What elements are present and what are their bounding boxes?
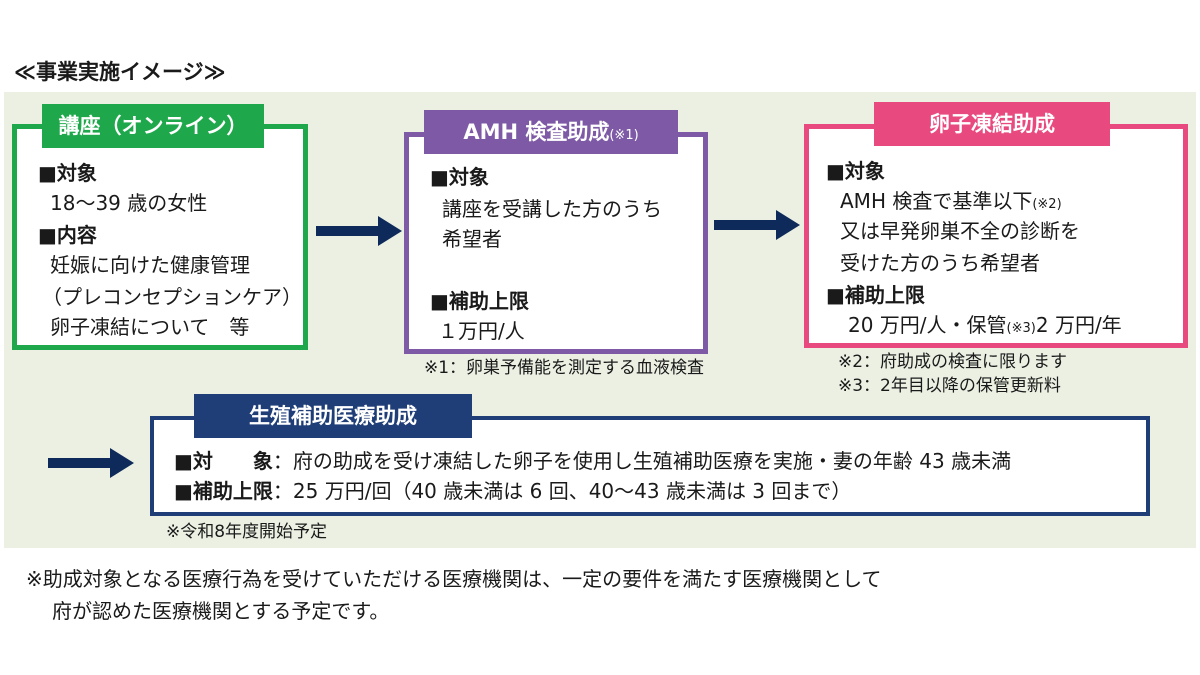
footer-note-line-1: ※助成対象となる医療行為を受けていただける医療機関は、一定の要件を満たす医療機関… <box>26 567 882 591</box>
art-subsidy-tab-label: 生殖補助医療助成 <box>249 404 417 428</box>
egg-footnote-3: ※3：2年目以降の保管更新料 <box>838 376 1061 396</box>
egg-limit-value: 20 万円/人・保管(※3)2 万円/年 <box>848 310 1122 344</box>
egg-footnote-2: ※2：府助成の検査に限ります <box>838 352 1068 372</box>
art-subsidy-tab: 生殖補助医療助成 <box>194 394 472 438</box>
course-tab-label: 講座（オンライン） <box>58 114 248 138</box>
amh-footnote: ※1：卵巣予備能を測定する血液検査 <box>424 358 705 378</box>
amh-target-line-2: 希望者 <box>442 227 502 251</box>
egg-limit-heading: ■補助上限 <box>826 283 925 307</box>
footer-note-line-2: 府が認めた医療機関とする予定です。 <box>52 599 390 623</box>
art-footnote: ※令和8年度開始予定 <box>166 522 328 542</box>
amh-limit-value: １万円/人 <box>438 319 525 343</box>
course-box <box>12 124 308 350</box>
amh-test-box <box>404 132 708 354</box>
course-target-value: 18～39 歳の女性 <box>50 191 208 215</box>
course-content-line-1: 妊娠に向けた健康管理 <box>50 253 250 277</box>
course-content-line-2: （プレコンセプションケア） <box>42 285 302 309</box>
egg-limit-value-b: 2 万円/年 <box>1035 313 1122 337</box>
arrow-right-icon <box>48 448 134 478</box>
art-limit-heading: ■補助上限 <box>174 479 273 503</box>
egg-target-line-3: 受けた方のうち希望者 <box>840 251 1040 275</box>
amh-test-tab-note: (※1) <box>609 128 639 143</box>
arrow-right-icon <box>316 216 402 246</box>
arrow-right-icon <box>714 210 800 240</box>
amh-test-tab: AMH 検査助成(※1) <box>424 110 678 154</box>
egg-limit-value-a: 20 万円/人・保管 <box>848 313 1007 337</box>
art-target-value: ：府の助成を受け凍結した卵子を使用し生殖補助医療を実施・妻の年齢 43 歳未満 <box>272 449 1012 473</box>
egg-limit-note: (※3) <box>1006 321 1036 336</box>
art-target-heading: ■対 象 <box>174 449 273 473</box>
egg-target-line-1-note: (※2) <box>1032 197 1062 212</box>
page-title: ≪事業実施イメージ≫ <box>14 60 226 84</box>
course-content-line-3: 卵子凍結について 等 <box>50 315 250 339</box>
amh-limit-heading: ■補助上限 <box>430 289 529 313</box>
art-target-row: ■対 象：府の助成を受け凍結した卵子を使用し生殖補助医療を実施・妻の年齢 43 … <box>174 446 1011 476</box>
amh-target-line-1: 講座を受講した方のうち <box>442 197 662 221</box>
course-target-heading: ■対象 <box>38 161 97 185</box>
egg-target-line-2: 又は早発卵巣不全の診断を <box>840 219 1080 243</box>
art-limit-value: ：25 万円/回（40 歳未満は 6 回、40～43 歳未満は 3 回まで） <box>272 479 852 503</box>
egg-target-heading: ■対象 <box>826 159 885 183</box>
egg-freezing-box <box>804 124 1188 348</box>
course-tab: 講座（オンライン） <box>42 104 264 148</box>
course-content-heading: ■内容 <box>38 223 97 247</box>
amh-test-tab-label: AMH 検査助成 <box>463 120 610 144</box>
egg-freezing-tab: 卵子凍結助成 <box>874 102 1110 146</box>
egg-freezing-tab-label: 卵子凍結助成 <box>929 112 1055 136</box>
amh-target-heading: ■対象 <box>430 165 489 189</box>
egg-target-line-1-text: AMH 検査で基準以下 <box>840 189 1033 213</box>
egg-target-line-1: AMH 検査で基準以下(※2) <box>840 186 1062 220</box>
art-limit-row: ■補助上限：25 万円/回（40 歳未満は 6 回、40～43 歳未満は 3 回… <box>174 476 851 506</box>
